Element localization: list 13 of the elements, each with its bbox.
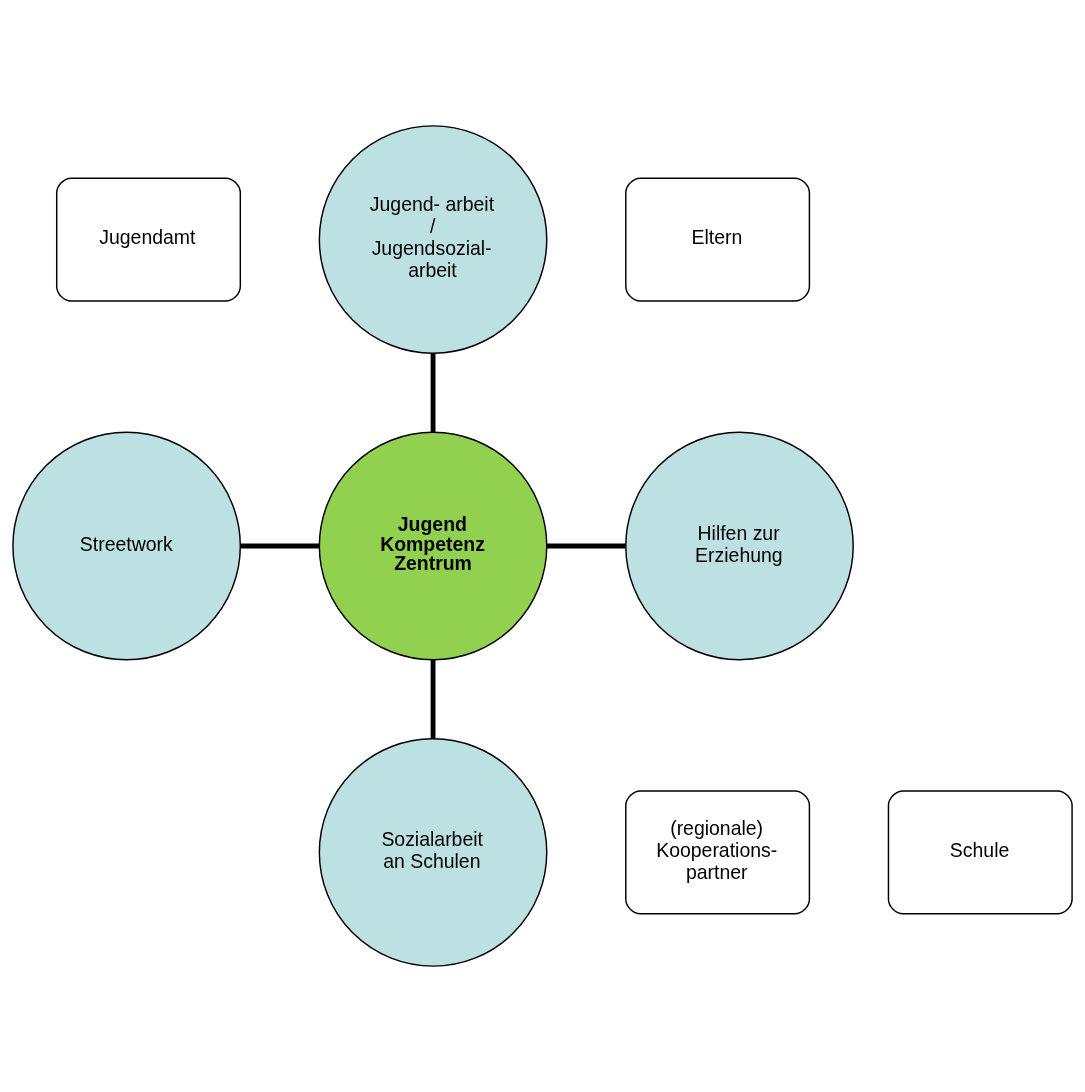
connector: [546, 543, 626, 549]
node-box: Schule: [887, 790, 1073, 915]
node-circle: Sozialarbeit an Schulen: [318, 738, 548, 967]
node-circle: Jugend Kompetenz Zentrum: [318, 431, 548, 661]
node-circle: Hilfen zur Erziehung: [625, 431, 854, 661]
connector: [430, 353, 436, 433]
node-box: Eltern: [625, 177, 811, 302]
connector: [240, 543, 319, 549]
node-circle: Jugend- arbeit / Jugendsozial- arbeit: [318, 125, 548, 354]
node-box: (regionale) Kooperations- partner: [625, 790, 811, 915]
connector: [430, 660, 436, 739]
node-box: Jugendamt: [55, 177, 242, 302]
node-circle: Streetwork: [12, 431, 242, 661]
